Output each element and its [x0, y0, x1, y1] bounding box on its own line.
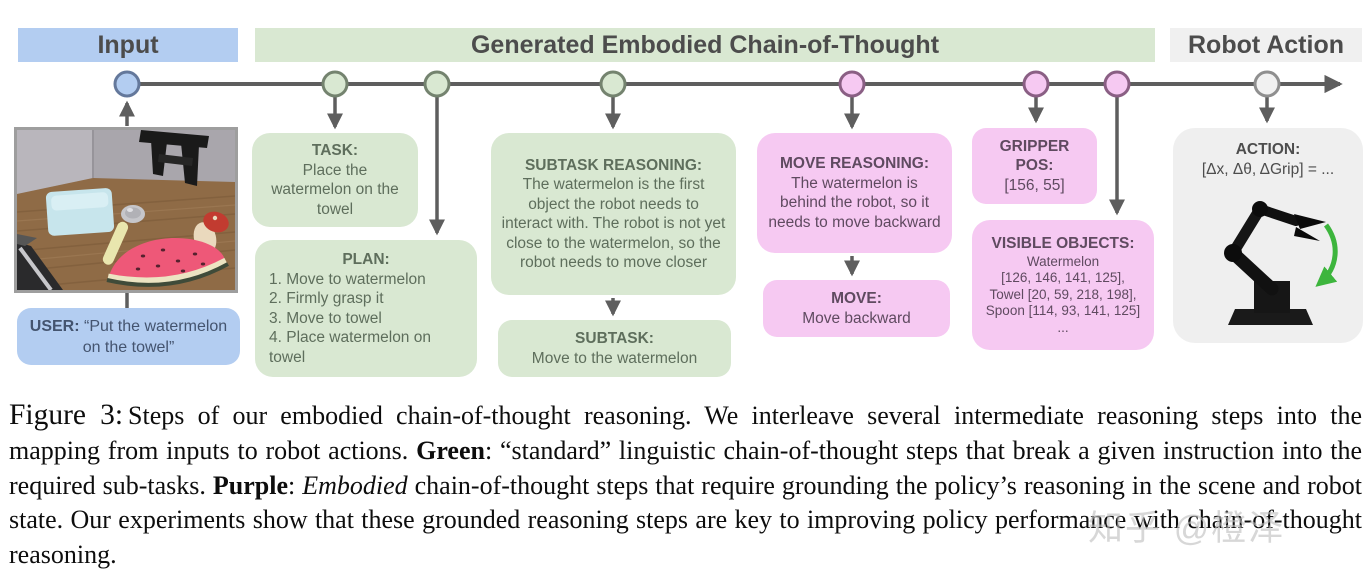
plan-box: PLAN: 1. Move to watermelon 2. Firmly gr… [255, 240, 477, 377]
move-box-body: Move backward [802, 309, 911, 327]
move-reasoning-label: MOVE REASONING: [780, 155, 929, 172]
subtask-box: SUBTASK: Move to the watermelon [498, 320, 731, 377]
header-generated-cot: Generated Embodied Chain-of-Thought [255, 28, 1155, 62]
caption-segment: Purple [212, 470, 288, 500]
timeline-node-move [838, 70, 866, 98]
towel-graphic [45, 188, 115, 236]
visible-objects-label: VISIBLE OBJECTS: [991, 235, 1135, 252]
user-box: USER: “Put the watermelon on the towel” [17, 308, 240, 365]
subtask-box-label: SUBTASK: [575, 330, 654, 347]
caption-segment: Steps of our embodied chain-of-thought r… [9, 401, 1363, 465]
rotation-arrow-icon [1315, 223, 1338, 287]
watermelon-seeds [135, 248, 206, 273]
watermelon-graphic [106, 238, 229, 287]
plan-box-label: PLAN: [342, 251, 390, 268]
robot-finger-lower [1294, 227, 1320, 241]
wall-left [17, 130, 93, 194]
timeline-node-action [1253, 70, 1281, 98]
figure-caption: Figure 3:Steps of our embodied chain-of-… [9, 398, 1362, 573]
timeline-node-task [321, 70, 349, 98]
visible-objects-box: VISIBLE OBJECTS: Watermelon [126, 146, 1… [972, 220, 1154, 350]
move-box: MOVE: Move backward [763, 280, 950, 337]
caption-segment: Figure 3: [9, 399, 124, 431]
robot-gripper-graphic [139, 130, 209, 186]
subtask-reasoning-body: The watermelon is the first object the r… [501, 176, 726, 271]
timeline-node-plan [423, 70, 451, 98]
timeline [113, 70, 1343, 317]
user-box-label: USER: [29, 317, 80, 335]
timeline-node-visible-objects [1103, 70, 1131, 98]
header-cot-label: Generated Embodied Chain-of-Thought [470, 30, 940, 59]
task-box: TASK: Place the watermelon on the towel [252, 133, 418, 227]
subtask-box-body: Move to the watermelon [531, 349, 698, 367]
action-box-label: ACTION: [1235, 141, 1301, 158]
header-input-label: Input [97, 30, 159, 59]
timeline-node-input [113, 70, 141, 98]
gripper-pos-label: GRIPPER POS: [999, 137, 1070, 175]
scene-image [14, 127, 238, 293]
visible-objects-body: Watermelon [126, 146, 141, 125], Towel [… [985, 253, 1141, 335]
caption-segment: : “standard” linguistic chain-of-thought… [9, 435, 1363, 500]
timeline-node-gripper [1022, 70, 1050, 98]
gripper-pos-box: GRIPPER POS: [156, 55] [972, 128, 1097, 204]
caption-segment: : [287, 470, 303, 500]
task-box-label: TASK: [311, 142, 359, 159]
table-corner-object [17, 234, 63, 290]
move-box-label: MOVE: [831, 290, 882, 307]
plan-box-items: 1. Move to watermelon 2. Firmly grasp it… [269, 270, 431, 366]
robot-finger-upper [1294, 214, 1326, 229]
header-robot-action: Robot Action [1170, 28, 1362, 62]
scene-illustration [17, 130, 235, 290]
header-robot-action-label: Robot Action [1188, 30, 1344, 59]
action-box-body: [Δx, Δθ, ΔGrip] = ... [1201, 160, 1335, 178]
robot-base [1228, 309, 1313, 325]
timeline-node-subtask [599, 70, 627, 98]
move-reasoning-box: MOVE REASONING: The watermelon is behind… [757, 133, 952, 253]
header-input: Input [18, 28, 238, 62]
robot-shoulder-joint [1252, 201, 1268, 217]
caption-segment: chain-of-thought steps that require grou… [9, 470, 1362, 570]
action-box: ACTION: [Δx, Δθ, ΔGrip] = ... [1173, 128, 1363, 343]
robot-elbow-joint [1224, 244, 1242, 262]
caption-segment: Embodied [302, 470, 408, 500]
user-box-text: USER: “Put the watermelon on the towel” [27, 316, 230, 358]
move-reasoning-body: The watermelon is behind the robot, so i… [768, 174, 941, 231]
task-box-body: Place the watermelon on the towel [271, 161, 399, 218]
gripper-pos-body: [156, 55] [1004, 176, 1065, 194]
robot-arm-graphic [1224, 201, 1338, 325]
spoon-graphic [102, 205, 145, 265]
user-box-quote: “Put the watermelon on the towel” [82, 317, 228, 356]
caption-segment: Green [416, 435, 485, 465]
subtask-reasoning-box: SUBTASK REASONING: The watermelon is the… [491, 133, 736, 295]
subtask-reasoning-label: SUBTASK REASONING: [524, 156, 703, 174]
